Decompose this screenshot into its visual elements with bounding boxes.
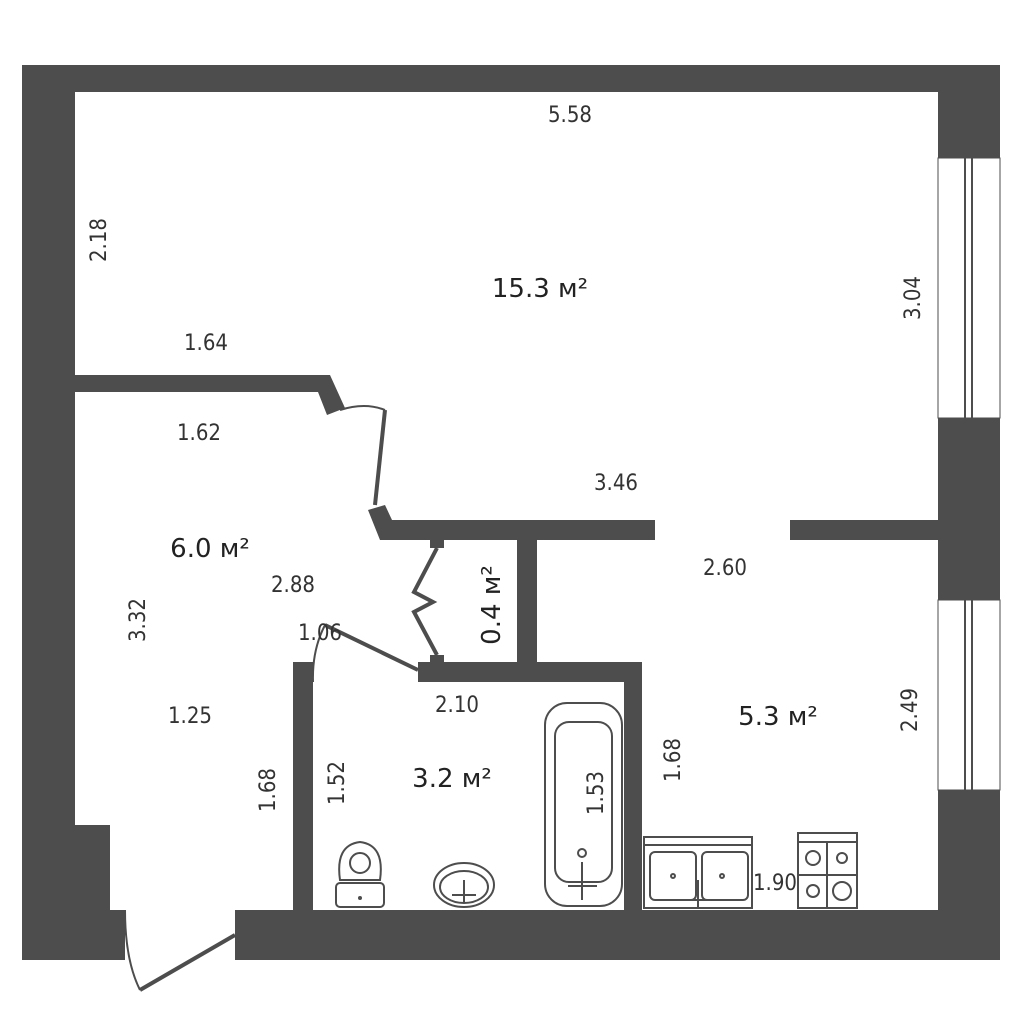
dim-living-bottom-left: 1.64 bbox=[184, 331, 228, 356]
sink-icon bbox=[433, 862, 495, 908]
wall-living-closet bbox=[368, 505, 655, 540]
bathtub-icon bbox=[544, 702, 623, 907]
outer-wall-top bbox=[22, 65, 1000, 92]
outer-wall-right-mid bbox=[938, 418, 1000, 600]
closet-folding-door bbox=[411, 547, 439, 656]
dim-living-bottom: 3.46 bbox=[594, 471, 638, 496]
area-bathroom: 3.2 м² bbox=[412, 764, 492, 794]
dim-hall-mid: 1.25 bbox=[168, 704, 212, 729]
dim-living-top: 5.58 bbox=[548, 103, 592, 128]
area-kitchen: 5.3 м² bbox=[738, 702, 818, 732]
closet-door-jamb-top bbox=[430, 540, 444, 548]
dim-living-left: 2.18 bbox=[87, 218, 112, 262]
stove-icon bbox=[797, 832, 858, 909]
dim-hall-diag: 2.88 bbox=[271, 573, 315, 598]
dim-bath-top: 2.10 bbox=[435, 693, 479, 718]
dim-bath-tub: 1.53 bbox=[584, 771, 609, 815]
bathroom-door bbox=[311, 623, 419, 683]
outer-wall-left bbox=[22, 65, 75, 825]
toilet-icon bbox=[335, 840, 385, 908]
closet-door-jamb-bottom bbox=[430, 655, 444, 663]
area-closet: 0.4 м² bbox=[477, 565, 507, 645]
living-door bbox=[339, 405, 387, 506]
area-hall: 6.0 м² bbox=[170, 534, 250, 564]
dim-bath-left: 1.52 bbox=[325, 761, 350, 805]
wall-bath-left bbox=[293, 662, 313, 910]
dim-living-right: 3.04 bbox=[901, 276, 926, 320]
dim-kitchen-left: 1.68 bbox=[661, 738, 686, 782]
wall-bath-top bbox=[418, 662, 642, 682]
wall-bath-right bbox=[624, 662, 642, 910]
dim-hall-lower: 1.68 bbox=[256, 768, 281, 812]
outer-wall-right-top bbox=[938, 65, 1000, 158]
area-living: 15.3 м² bbox=[492, 274, 588, 304]
window-living bbox=[937, 157, 1001, 419]
dim-kitchen-top: 2.60 bbox=[703, 556, 747, 581]
outer-wall-bottom-left bbox=[22, 825, 125, 960]
wall-closet-kitchen bbox=[517, 540, 537, 662]
entrance-door bbox=[124, 909, 237, 992]
dim-kitchen-bottom: 1.90 bbox=[753, 871, 797, 896]
outer-wall-bottom bbox=[235, 910, 1000, 960]
dim-hall-door: 1.06 bbox=[298, 621, 342, 646]
wall-living-hall bbox=[75, 375, 345, 415]
dim-kitchen-right: 2.49 bbox=[898, 688, 923, 732]
outer-wall-right-bottom bbox=[938, 790, 1000, 960]
dim-hall-top: 1.62 bbox=[177, 421, 221, 446]
kitchen-sink-icon bbox=[643, 836, 753, 909]
wall-living-kitchen bbox=[790, 520, 938, 540]
dim-hall-left: 3.32 bbox=[126, 598, 151, 642]
window-kitchen bbox=[937, 599, 1001, 791]
